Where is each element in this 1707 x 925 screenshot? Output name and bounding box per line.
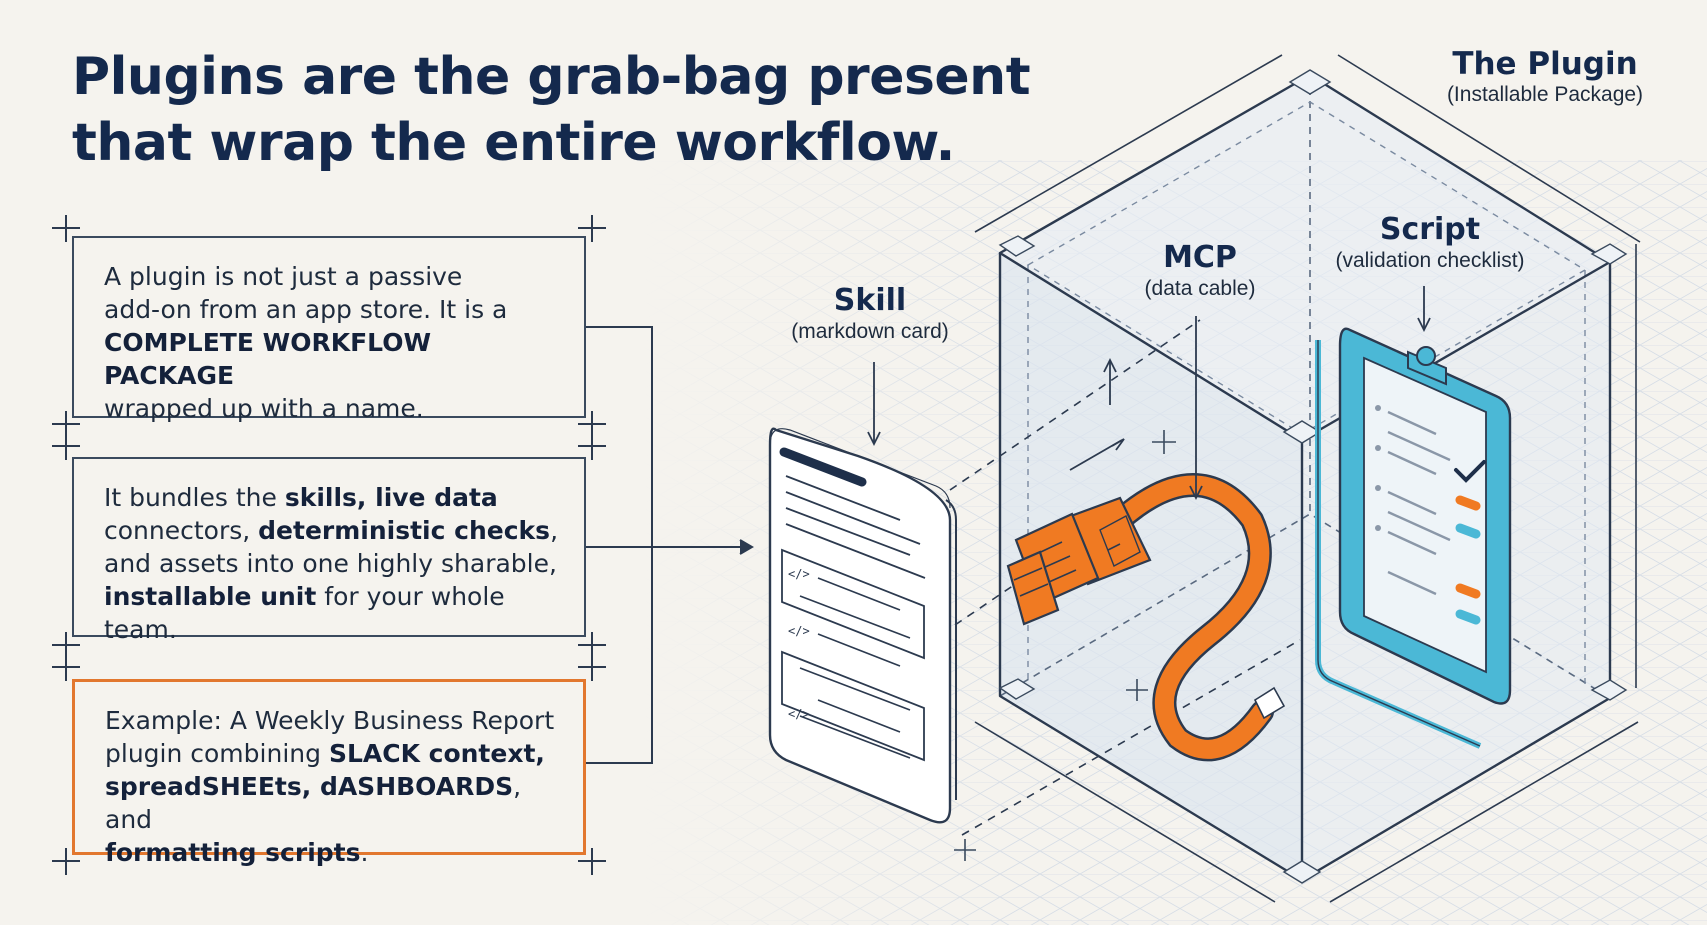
- script-title: Script: [1379, 212, 1481, 247]
- bundles-box: It bundles the skills, live data connecto…: [72, 457, 586, 644]
- script-subtitle: (validation checklist): [1335, 249, 1525, 272]
- card-code-tag: </>: [788, 624, 810, 638]
- body-text: plugin combining: [105, 739, 329, 768]
- body-text: and assets into one highly sharable,: [104, 549, 557, 578]
- emphasis-text: skills, live data: [284, 483, 498, 512]
- plugin-label: The Plugin (Installable Package): [1410, 46, 1680, 108]
- markdown-card-icon: [768, 427, 957, 824]
- body-text: add-on from an app store. It is a: [104, 295, 508, 324]
- emphasis-text: deterministic checks: [258, 516, 551, 545]
- emphasis-text: installable unit: [104, 582, 317, 611]
- emphasis-text: formatting scripts: [105, 838, 361, 867]
- mcp-subtitle: (data cable): [1144, 277, 1256, 300]
- mcp-title: MCP: [1163, 240, 1237, 275]
- skill-subtitle: (markdown card): [791, 320, 949, 343]
- body-text: .: [360, 838, 369, 867]
- label-pointer-arrows: [867, 286, 1431, 501]
- emphasis-text: COMPLETE WORKFLOW PACKAGE: [104, 328, 432, 390]
- body-text: connectors,: [104, 516, 259, 545]
- example-box: Example: A Weekly Business Report plugin …: [72, 679, 586, 867]
- body-text: A plugin is not just a passive: [104, 262, 463, 291]
- body-text: wrapped up with a name.: [104, 394, 424, 423]
- card-code-tag: </>: [788, 707, 810, 721]
- body-text: for your whole team.: [104, 582, 505, 644]
- body-text: It bundles the: [104, 483, 285, 512]
- script-label: Script (validation checklist): [1300, 212, 1560, 274]
- card-code-tag: </>: [788, 567, 810, 581]
- connector-lines: [586, 326, 754, 764]
- emphasis-text: spreadSHEEts, dASHBOARDS: [105, 772, 514, 801]
- mcp-label: MCP (data cable): [1100, 240, 1300, 302]
- skill-label: Skill (markdown card): [770, 283, 970, 345]
- body-text: , and: [105, 772, 522, 834]
- body-text: Example: A Weekly Business Report: [105, 706, 555, 735]
- page-title: Plugins are the grab-bag present that wr…: [72, 47, 1031, 173]
- plugin-subtitle: (Installable Package): [1446, 83, 1644, 106]
- plugin-title: The Plugin: [1452, 46, 1638, 82]
- crosshair-mark-icon: [52, 215, 606, 875]
- clipboard-icon: [1315, 327, 1512, 749]
- checkmark-icon: [1454, 460, 1486, 483]
- cable-plug-icon: [1006, 473, 1286, 762]
- skill-title: Skill: [833, 283, 907, 318]
- emphasis-text: SLACK context,: [328, 739, 545, 768]
- body-text: ,: [550, 516, 559, 545]
- definition-box: A plugin is not just a passive add-on fro…: [72, 236, 586, 423]
